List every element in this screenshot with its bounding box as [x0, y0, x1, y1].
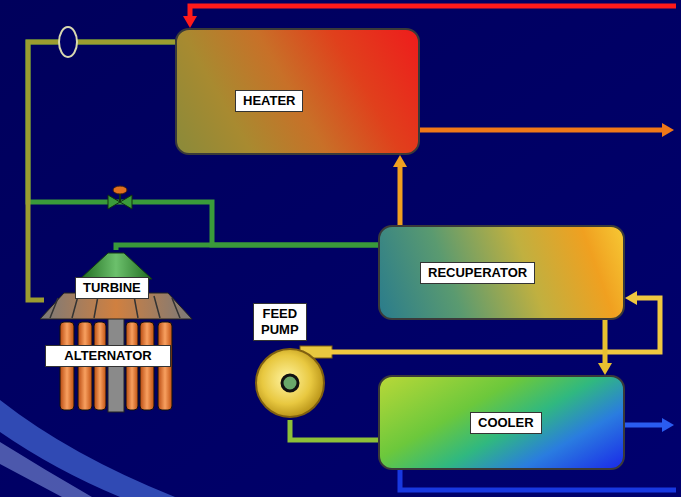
- node-label: COOLER: [470, 412, 542, 434]
- valve-body: [120, 195, 132, 209]
- arrow-head: [662, 418, 674, 432]
- node-label: RECUPERATOR: [420, 262, 535, 284]
- arrow-head: [625, 291, 637, 305]
- flow-meter: [59, 27, 77, 57]
- coolant-inlet: [400, 470, 676, 490]
- connector-line: [603, 320, 608, 364]
- valve-handle: [113, 186, 127, 194]
- condensate-line: [290, 420, 378, 440]
- recuperator-outlet-line: [598, 320, 612, 375]
- hot-gas-inlet: [190, 6, 676, 17]
- alternator-unit: ALTERNATOR: [45, 345, 171, 371]
- turbine-inlet-cone: [80, 253, 152, 279]
- hot-gas-outlet: [420, 128, 662, 133]
- turbine-blade-lines: [50, 296, 180, 318]
- background-swoosh: [0, 442, 92, 497]
- valve-body: [108, 195, 120, 209]
- arrow-head: [662, 123, 674, 137]
- connector-line: [398, 166, 403, 225]
- connector-line: [28, 42, 175, 300]
- background-swoosh: [0, 400, 175, 497]
- working-fluid-line: [28, 42, 175, 300]
- node-label: ALTERNATOR: [45, 345, 171, 367]
- pump-inlet: [282, 375, 298, 391]
- node-label: FEED PUMP: [253, 303, 307, 341]
- heater-box: HEATER: [175, 28, 420, 155]
- pump-casing: [256, 349, 324, 417]
- arrow-head: [393, 155, 407, 167]
- turbine-unit: TURBINE: [44, 250, 190, 322]
- feed-pump-unit: FEED PUMP: [250, 300, 330, 420]
- connector-line: [290, 420, 378, 440]
- arrow-head: [598, 363, 612, 375]
- recuperator-box: RECUPERATOR: [378, 225, 625, 320]
- node-label: HEATER: [235, 90, 303, 112]
- coolant-outlet: [625, 423, 662, 428]
- arrow-head: [183, 16, 197, 28]
- node-label: TURBINE: [75, 277, 149, 299]
- cooler-box: COOLER: [378, 375, 625, 470]
- preheated-line: [393, 155, 407, 225]
